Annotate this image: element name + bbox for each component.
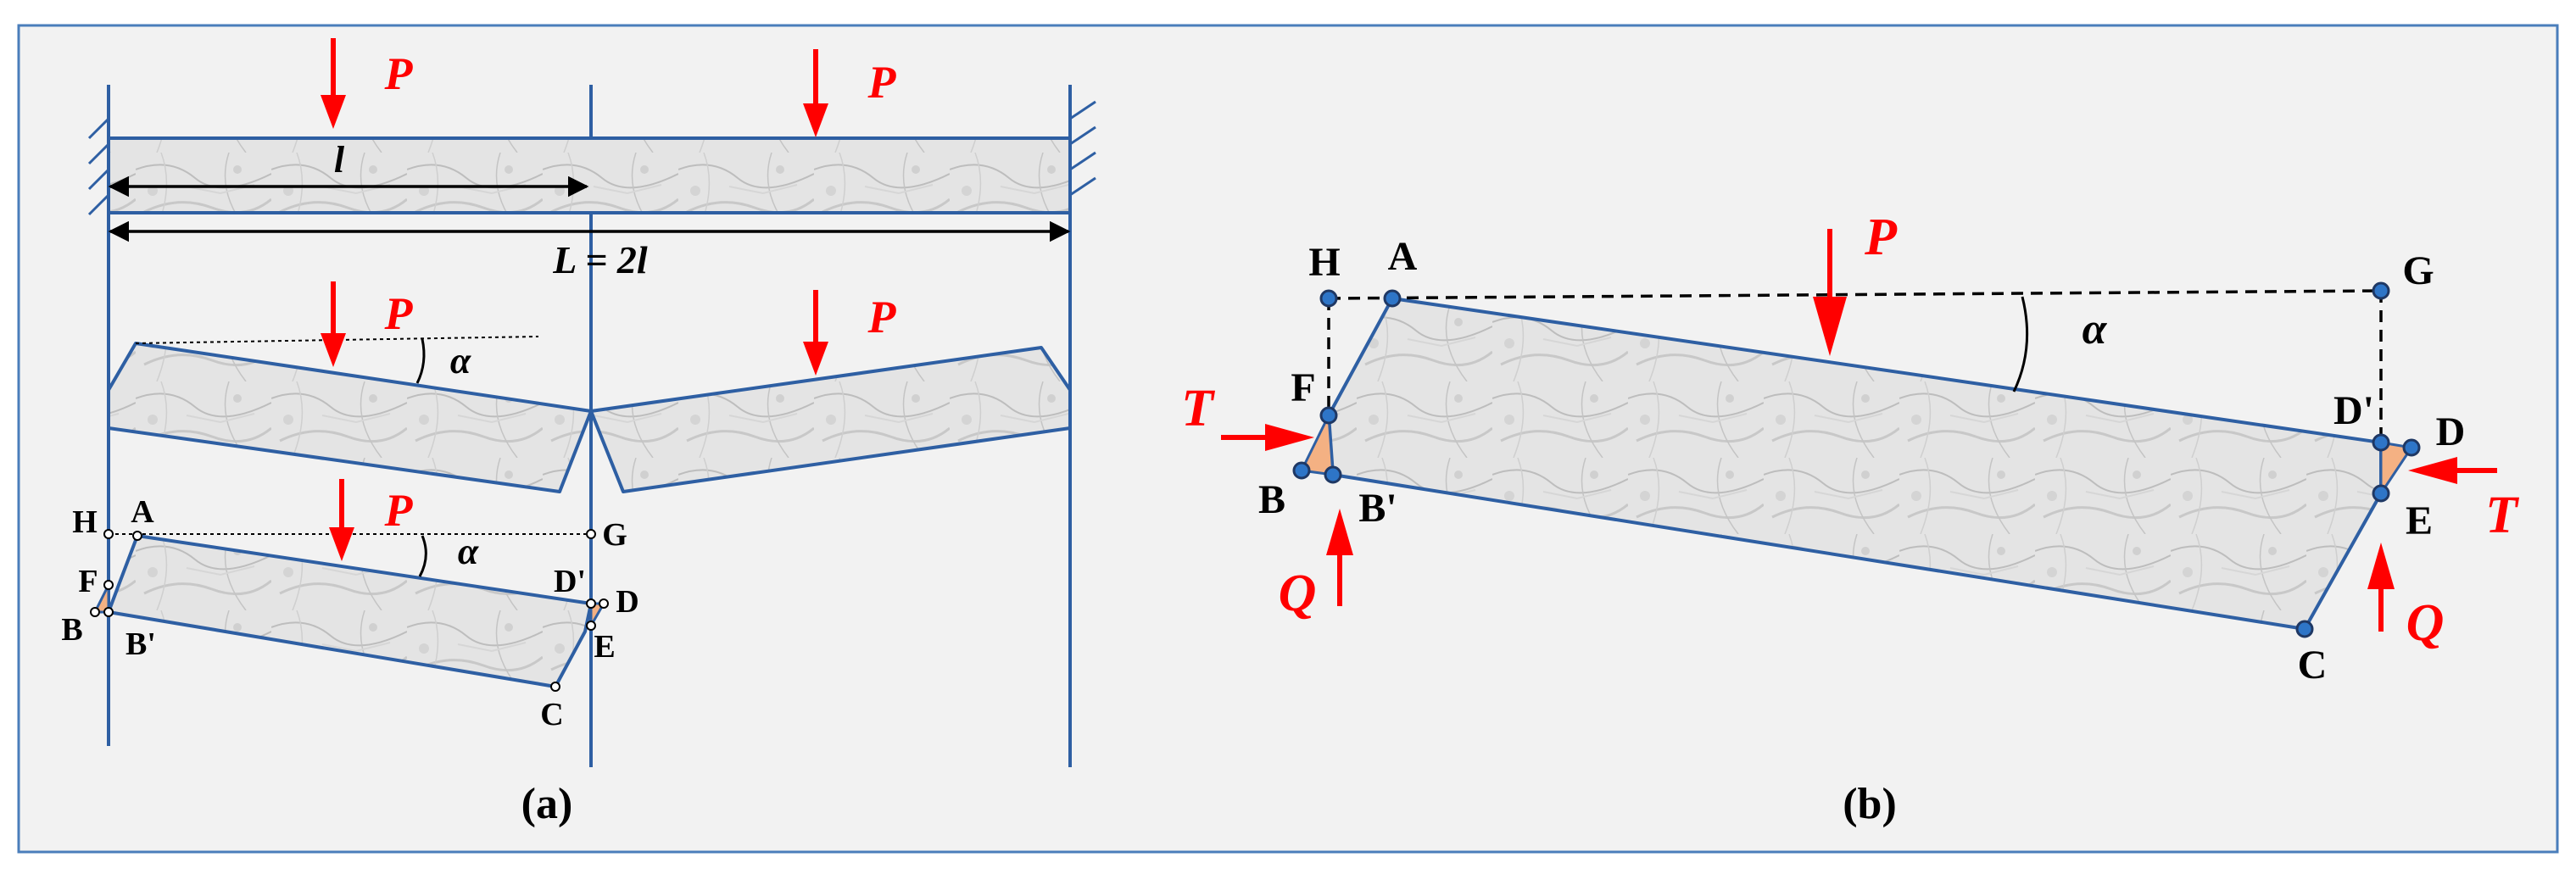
label-B: B (1258, 477, 1285, 522)
load-arrow-a3 (321, 281, 346, 367)
load-arrow-a2 (803, 49, 828, 137)
wedge-right (2379, 441, 2414, 498)
label-G: G (2402, 248, 2434, 293)
nodes-b (1292, 281, 2421, 638)
label-Dprime: D' (2333, 388, 2374, 433)
label-Bprime-small: B' (125, 626, 156, 662)
thrust-arrow-right (2408, 457, 2497, 484)
label-E: E (2406, 498, 2433, 543)
angle-arc (2012, 296, 2029, 392)
deformed-right-block (589, 346, 1072, 493)
shear-arrow-left (1326, 509, 1353, 606)
load-arrow-a1 (321, 38, 346, 129)
angle-label-upper: α (450, 340, 471, 381)
shear-label-right: Q (2406, 594, 2445, 652)
label-Bprime: B' (1358, 486, 1397, 531)
node-D (2402, 438, 2421, 457)
panel-b: α P T Q T Q (1181, 209, 2519, 828)
label-D-small: D (616, 584, 638, 620)
wedge-left (1299, 410, 1335, 476)
thrust-label-left: T (1181, 380, 1215, 437)
caption-b: (b) (1843, 780, 1897, 828)
reference-line-upper (135, 336, 539, 344)
label-G-small: G (602, 517, 627, 553)
label-H-small: H (72, 504, 98, 540)
node-E (2372, 484, 2390, 503)
node-F (1319, 406, 1338, 425)
label-F-small: F (78, 564, 98, 599)
angle-label: α (2083, 305, 2108, 353)
label-D: D (2436, 409, 2466, 454)
right-fixed-support-hatch (1069, 100, 1096, 197)
small-wedge-right (589, 602, 606, 631)
label-C: C (2298, 643, 2328, 688)
small-wedge-left (92, 584, 110, 614)
load-label-a1: P (384, 48, 414, 99)
thrust-arrow-left (1221, 424, 1314, 451)
label-A: A (1388, 234, 1418, 279)
label-H: H (1308, 240, 1340, 285)
small-points (90, 529, 609, 692)
shear-label-left: Q (1279, 565, 1317, 622)
label-B-small: B (61, 612, 82, 648)
caption-a: (a) (521, 780, 573, 828)
angle-arc-small (418, 535, 427, 577)
label-L: L = 2l (552, 238, 648, 281)
load-arrow-b (1813, 229, 1847, 356)
thrust-label-right: T (2485, 487, 2519, 544)
load-label-a4: P (867, 292, 897, 342)
load-arrow-a4 (803, 290, 828, 376)
load-arrow-a5 (329, 479, 354, 561)
node-B (1292, 461, 1311, 480)
label-Dprime-small: D' (554, 564, 586, 599)
node-G (2372, 281, 2390, 300)
load-label-a5: P (384, 485, 414, 536)
label-l: l (334, 139, 345, 181)
node-Bprime (1324, 465, 1342, 484)
load-label-a3: P (384, 288, 414, 339)
label-F: F (1291, 365, 1315, 410)
left-fixed-support-hatch (87, 117, 110, 216)
label-E-small: E (594, 629, 615, 665)
node-Dprime (2372, 433, 2390, 452)
angle-label-small: α (458, 531, 479, 572)
label-A-small: A (131, 494, 154, 530)
node-H (1319, 289, 1338, 308)
angle-arc-upper (415, 338, 426, 384)
beam-undeformed (107, 136, 1072, 214)
shear-arrow-right (2367, 543, 2395, 632)
node-A (1383, 289, 1402, 308)
node-C (2295, 620, 2314, 638)
load-label-a2: P (867, 57, 897, 108)
deformed-left-block (107, 342, 593, 493)
panel-a: l L = 2l P P α P P (61, 38, 1096, 828)
load-label-b: P (1864, 209, 1898, 266)
label-C-small: C (540, 697, 563, 732)
